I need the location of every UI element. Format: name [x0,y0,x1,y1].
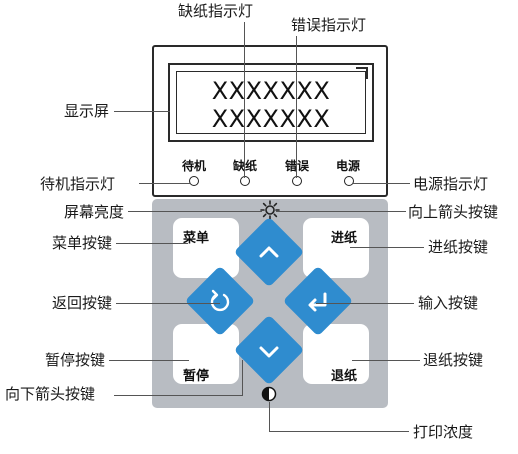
menu-button-label: 菜单 [183,231,210,246]
leader-paper-out-led [244,22,245,178]
leader-density [269,431,409,432]
lcd-screen: XXXXXXX XXXXXXX [168,63,374,142]
leader-display [114,111,170,112]
leader-up-arrow [276,211,406,212]
error-led [292,176,302,186]
leader-brightness [128,211,262,212]
leader-back-key [116,303,220,304]
rotate-back-icon [210,289,230,312]
leader-menu-key [116,243,188,244]
error-indicator-label: 错误 [285,159,310,173]
callout-pause-key: 暂停按键 [45,351,106,369]
power-indicator-label: 电源 [336,159,361,173]
lcd-inner-frame: XXXXXXX XXXXXXX [176,71,366,134]
enter-arrow-icon [308,292,327,312]
leader-standby-led [139,183,191,184]
callout-down-arrow: 向下箭头按键 [5,385,96,403]
menu-button[interactable]: 菜单 [173,218,239,278]
callout-feed-key: 进纸按键 [428,238,489,256]
leader-error-led [296,36,297,178]
leader-down-arrow-vertical [242,360,243,396]
retract-button[interactable]: 退纸 [303,324,369,384]
leader-down-arrow [114,395,242,396]
callout-display: 显示屏 [64,102,110,120]
pause-button-label: 暂停 [183,369,210,384]
half-circle-icon[interactable] [261,386,277,402]
callout-retract-key: 退纸按键 [423,351,484,369]
callout-paper-out-led: 缺纸指示灯 [178,2,254,20]
callout-power-led: 电源指示灯 [413,175,489,193]
leader-density-vertical [269,402,270,432]
paper-out-led [240,176,250,186]
callout-menu-key: 菜单按键 [52,234,113,252]
leader-pause-key [109,360,189,361]
paper-out-indicator-label: 缺纸 [233,159,258,173]
callout-density: 打印浓度 [413,423,474,441]
chevron-down-icon [259,346,279,358]
pause-button[interactable]: 暂停 [173,324,239,384]
leader-power-led [352,183,410,184]
lcd-line-2: XXXXXXX [211,105,331,133]
lcd-corner-mark [356,67,368,79]
callout-error-led: 错误指示灯 [291,16,367,34]
chevron-up-icon [259,246,279,258]
power-led [344,176,354,186]
feed-button-label: 进纸 [331,231,358,246]
callout-back-key: 返回按键 [52,294,113,312]
lcd-line-1: XXXXXXX [211,77,331,105]
sun-icon[interactable] [260,200,280,220]
standby-indicator-label: 待机 [182,159,207,173]
callout-standby-led: 待机指示灯 [40,175,116,193]
retract-button-label: 退纸 [331,369,358,384]
callout-enter-key: 输入按键 [418,294,479,312]
leader-enter-key [316,303,414,304]
callout-brightness: 屏幕亮度 [64,203,125,221]
leader-feed-key [350,247,424,248]
callout-up-arrow: 向上箭头按键 [408,203,499,221]
standby-led [189,176,199,186]
leader-retract-key [352,360,420,361]
